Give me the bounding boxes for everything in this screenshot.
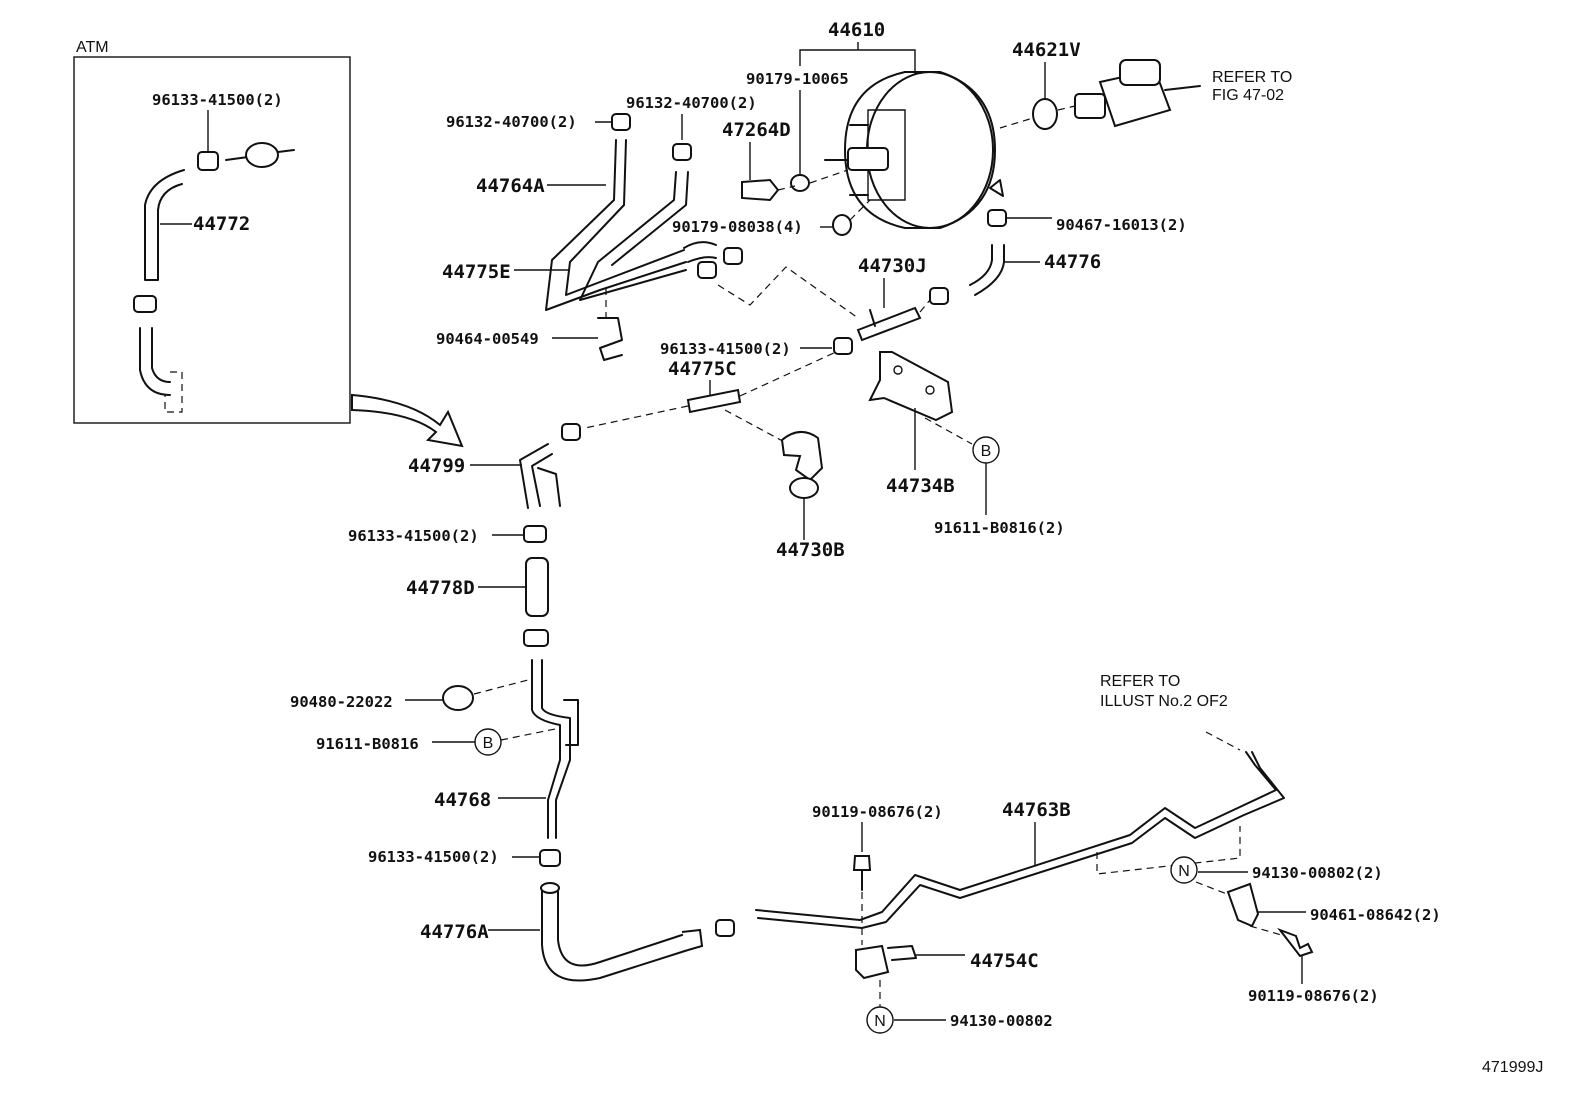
hose-44775E bbox=[579, 171, 689, 301]
label-91611-B0816-2: 91611-B0816(2) bbox=[934, 519, 1065, 537]
bracket-44734B bbox=[868, 351, 954, 422]
inset-check-valve bbox=[225, 142, 295, 168]
label-90179-08038: 90179-08038(4) bbox=[672, 218, 803, 236]
bolt-90119-left bbox=[852, 855, 872, 871]
inset-hose-label: 44772 bbox=[193, 213, 250, 235]
clip-96133-b bbox=[539, 849, 561, 867]
refer-illust-line1: REFER TO bbox=[1100, 673, 1180, 690]
hose-44778D bbox=[525, 557, 549, 617]
atm-inset-frame bbox=[73, 56, 351, 424]
clamp-90464-00549 bbox=[597, 317, 623, 361]
label-96133-a: 96133-41500(2) bbox=[348, 527, 479, 545]
label-90461-08642: 90461-08642(2) bbox=[1310, 906, 1441, 924]
clip-90467-16013 bbox=[987, 209, 1007, 227]
pipe-44768 bbox=[531, 659, 571, 839]
refer-fig-line1: REFER TO bbox=[1212, 69, 1292, 86]
direction-arrow-icon bbox=[351, 393, 464, 448]
atm-inset-label: ATM bbox=[76, 39, 109, 56]
hose-44775C bbox=[686, 388, 742, 414]
clip-96132-left bbox=[611, 113, 631, 131]
hose-44776A bbox=[541, 885, 689, 982]
label-90467-16013: 90467-16013(2) bbox=[1056, 216, 1187, 234]
tee-44799 bbox=[519, 443, 561, 509]
clip-44775E bbox=[697, 261, 717, 279]
label-90119-left: 90119-08676(2) bbox=[812, 803, 943, 821]
leader-44610 bbox=[799, 42, 916, 74]
marker-b-lower-text: B bbox=[483, 735, 494, 752]
clip-96133-mid bbox=[833, 337, 853, 355]
label-44768: 44768 bbox=[434, 789, 491, 811]
label-44764A: 44764A bbox=[476, 175, 545, 197]
nut-90179-10065 bbox=[790, 174, 810, 192]
brake-booster-44610 bbox=[824, 71, 1004, 229]
tee-44730J bbox=[856, 306, 922, 342]
inset-hose-44772 bbox=[144, 169, 185, 281]
refer-fig-line2: FIG 47-02 bbox=[1212, 87, 1284, 104]
label-44734B: 44734B bbox=[886, 475, 955, 497]
marker-n-bottom-text: N bbox=[874, 1013, 886, 1030]
master-cylinder-outline bbox=[1074, 59, 1201, 128]
clip-44799 bbox=[561, 423, 581, 441]
hose-44776 bbox=[969, 244, 1005, 296]
label-44730J: 44730J bbox=[858, 255, 927, 277]
clip-44754C bbox=[855, 944, 890, 980]
label-44776: 44776 bbox=[1044, 251, 1101, 273]
figure-code: 471999J bbox=[1482, 1059, 1543, 1076]
clip-44775E-b bbox=[723, 247, 743, 265]
bolt-90119-right bbox=[1277, 927, 1314, 958]
seal-44621V bbox=[1032, 98, 1058, 130]
clip-44776 bbox=[929, 287, 949, 305]
clip-44776A bbox=[715, 919, 735, 937]
inset-clip-lower bbox=[133, 295, 157, 313]
label-44775C: 44775C bbox=[668, 358, 737, 380]
label-96132-left: 96132-40700(2) bbox=[446, 113, 577, 131]
label-94130-bottom: 94130-00802 bbox=[950, 1012, 1053, 1030]
clip-lower-stack bbox=[523, 629, 549, 647]
label-44799: 44799 bbox=[408, 455, 465, 477]
marker-b-upper-text: B bbox=[981, 443, 992, 460]
label-44775E: 44775E bbox=[442, 261, 511, 283]
label-94130-right: 94130-00802(2) bbox=[1252, 864, 1383, 882]
inset-clip-label: 96133-41500(2) bbox=[152, 91, 283, 109]
pipe-44763B bbox=[755, 751, 1285, 929]
grommet-90480-22022 bbox=[442, 685, 474, 711]
label-90464-00549: 90464-00549 bbox=[436, 330, 539, 348]
atm-inset: ATM 96133-41500(2) 44772 bbox=[73, 39, 351, 424]
inset-hose-clip bbox=[197, 151, 219, 171]
label-44621V: 44621V bbox=[1012, 39, 1081, 61]
label-96133-mid: 96133-41500(2) bbox=[660, 340, 791, 358]
bracket-47264D bbox=[741, 178, 780, 202]
label-91611-B0816: 91611-B0816 bbox=[316, 735, 419, 753]
nut-90179-08038 bbox=[832, 214, 852, 236]
clip-90461-08642 bbox=[1226, 882, 1260, 928]
inset-lower-fitting bbox=[164, 371, 183, 413]
label-44776A: 44776A bbox=[420, 921, 489, 943]
label-90119-right: 90119-08676(2) bbox=[1248, 987, 1379, 1005]
clip-96132-right bbox=[672, 143, 692, 161]
label-44754C: 44754C bbox=[970, 950, 1039, 972]
label-47264D: 47264D bbox=[722, 119, 791, 141]
label-90480-22022: 90480-22022 bbox=[290, 693, 393, 711]
label-44610: 44610 bbox=[828, 19, 885, 41]
marker-n-right-text: N bbox=[1178, 863, 1190, 880]
marker-n-bottom bbox=[866, 1006, 894, 1034]
label-44763B: 44763B bbox=[1002, 799, 1071, 821]
label-96133-b: 96133-41500(2) bbox=[368, 848, 499, 866]
label-96132-right: 96132-40700(2) bbox=[626, 94, 757, 112]
label-90179-10065: 90179-10065 bbox=[746, 70, 849, 88]
clamp-44730B bbox=[780, 431, 824, 482]
label-44730B: 44730B bbox=[776, 539, 845, 561]
label-44778D: 44778D bbox=[406, 577, 475, 599]
hose-44764A bbox=[545, 139, 687, 311]
refer-illust-line2: ILLUST No.2 OF2 bbox=[1100, 693, 1228, 710]
marker-n-right bbox=[1170, 856, 1198, 884]
clip-96133-a bbox=[523, 525, 547, 543]
inset-lower-pipe bbox=[139, 327, 171, 396]
